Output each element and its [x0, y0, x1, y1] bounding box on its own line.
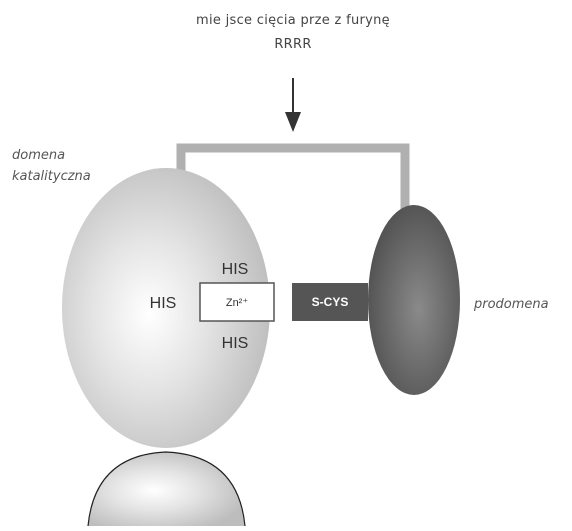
catalytic-domain-label-1: domena	[12, 148, 65, 163]
his-left-label: HIS	[150, 295, 177, 312]
prodomain-label: prodomena	[473, 297, 549, 312]
cysteine-label: S-CYS	[312, 295, 349, 309]
cleavage-site-label: mie jsce cięcia prze z furynę	[196, 13, 390, 28]
his-top-label: HIS	[222, 261, 249, 278]
cleavage-motif-label: RRRR	[274, 37, 311, 52]
lower-lobe	[88, 452, 245, 526]
zinc-label: Zn²⁺	[226, 297, 249, 309]
cleavage-arrow	[285, 78, 301, 132]
his-bottom-label: HIS	[222, 335, 249, 352]
prodomain	[368, 205, 460, 395]
catalytic-domain-label-2: katalityczna	[12, 169, 91, 184]
